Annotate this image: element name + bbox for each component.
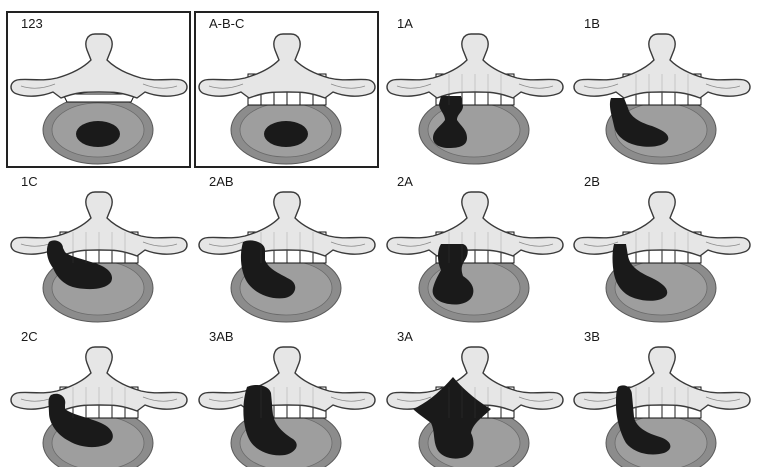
canal-grid-overlay (635, 232, 689, 263)
panel-label: 2AB (209, 174, 234, 189)
vertebra-panel: 2C (10, 329, 188, 467)
vertebra-panel: 3B (573, 329, 751, 467)
panel-frame (6, 11, 191, 168)
canal-grid-overlay (635, 74, 689, 105)
canal-grid-overlay (260, 232, 314, 263)
herniation-mass (46, 240, 113, 290)
panel-label: 1C (21, 174, 38, 189)
panel-label: 1A (397, 16, 413, 31)
panel-label: A-B-C (209, 16, 244, 31)
panel-label: 3A (397, 329, 413, 344)
panel-label: 123 (21, 16, 43, 31)
vertebral-arch (198, 346, 376, 412)
canal-grid-overlay (448, 232, 502, 263)
herniation-mass (432, 244, 474, 305)
vertebral-arch (573, 33, 751, 99)
vertebral-arch (386, 191, 564, 257)
vertebra-panel: A-B-C (194, 11, 379, 168)
panel-label: 2C (21, 329, 38, 344)
panel-label: 1B (584, 16, 600, 31)
vertebral-arch (573, 191, 751, 257)
herniation-mass (616, 385, 671, 455)
vertebra-panel: 3A (386, 329, 564, 467)
vertebra-panel: 1C (10, 174, 188, 323)
vertebra-panel: 1B (573, 16, 751, 165)
vertebral-arch (10, 33, 188, 99)
vertebra-panel: 123 (6, 11, 191, 168)
vertebra-panel: 3AB (198, 329, 376, 467)
vertebral-arch (198, 33, 376, 99)
panel-label: 2B (584, 174, 600, 189)
herniation-mass (48, 393, 113, 448)
vertebral-arch (386, 33, 564, 99)
panel-label: 2A (397, 174, 413, 189)
vertebra-panel: 2AB (198, 174, 376, 323)
nucleus-pulposus (76, 121, 120, 147)
herniation-mass (612, 244, 668, 301)
canal-grid-overlay (72, 387, 126, 418)
herniation-mass (609, 98, 669, 147)
canal-grid-overlay (72, 232, 126, 263)
herniation-mass (413, 377, 491, 459)
canal-grid-overlay (260, 387, 314, 418)
vertebra-panel: 2B (573, 174, 751, 323)
nucleus-pulposus (264, 121, 308, 147)
vertebra-panel: 2A (386, 174, 564, 323)
vertebral-arch (10, 191, 188, 257)
vertebra-panel: 1A (386, 16, 564, 165)
herniation-mass (240, 240, 296, 299)
panel-label: 3AB (209, 329, 234, 344)
canal-band (62, 93, 136, 103)
canal-grid-overlay (448, 74, 502, 105)
panel-label: 3B (584, 329, 600, 344)
canal-grid-overlay (635, 387, 689, 418)
herniation-mass (243, 385, 297, 456)
vertebral-arch (198, 191, 376, 257)
herniation-mass (433, 96, 467, 148)
panel-frame (194, 11, 379, 168)
canal-grid-overlay (448, 387, 502, 418)
